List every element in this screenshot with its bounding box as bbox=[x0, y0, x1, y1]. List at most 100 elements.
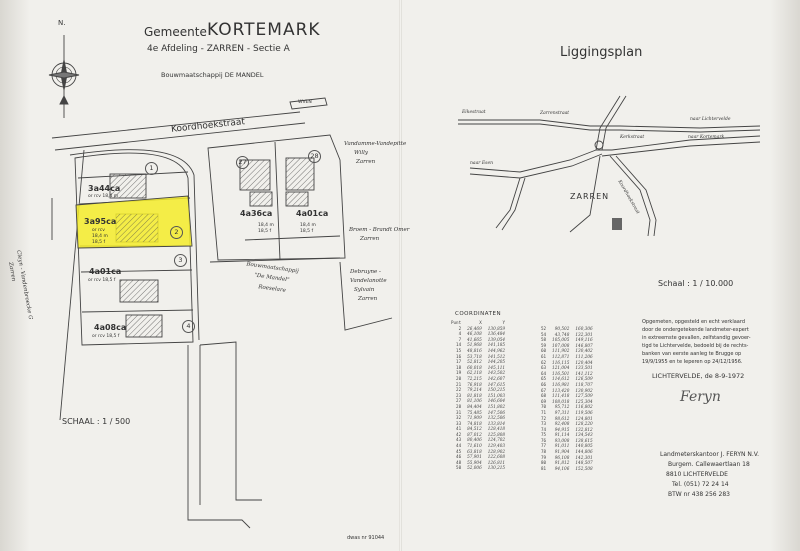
coords-cell: 62 bbox=[541, 359, 547, 365]
coords-cell: 41 bbox=[456, 426, 462, 432]
coords-cell: 26,469 bbox=[467, 325, 482, 331]
coords-cell: 145,111 bbox=[487, 364, 506, 370]
coords-cell: 130,902 bbox=[575, 387, 593, 393]
coords-cell: 17 bbox=[456, 359, 462, 365]
coords-cell: 60,018 bbox=[467, 364, 482, 370]
coords-cell: 67 bbox=[541, 387, 547, 393]
coords-cell: 105,005 bbox=[552, 337, 570, 343]
coords-cell: 141,185 bbox=[487, 342, 506, 348]
parcel-note: 18,4 m bbox=[300, 223, 316, 228]
coords-cell: 107,008 bbox=[552, 342, 570, 348]
coords-cell: 31 bbox=[456, 409, 462, 415]
coords-cell: 81,106 bbox=[467, 398, 482, 404]
municipality-name: KORTEMARK bbox=[207, 20, 321, 40]
coords-cell: 18 bbox=[456, 364, 462, 370]
coords-cell: 71,909 bbox=[467, 415, 482, 421]
coords-cell: 84,404 bbox=[467, 403, 482, 409]
coords-cell: 4 bbox=[458, 331, 462, 337]
owner-note: Zarren bbox=[358, 296, 378, 302]
coords-cell: 42 bbox=[456, 431, 462, 437]
coords-head: Y bbox=[502, 320, 506, 325]
coords-cell: 70 bbox=[541, 404, 547, 410]
coords-cell: 57,901 bbox=[467, 454, 482, 460]
coords-cell: 87,012 bbox=[467, 431, 482, 437]
coords-cell: 58 bbox=[541, 337, 547, 343]
coords-cell: 132,506 bbox=[487, 415, 506, 421]
coords-cell: 140,805 bbox=[575, 443, 593, 449]
coords-cell: 151,802 bbox=[487, 403, 506, 409]
coords-cell: 63 bbox=[541, 365, 547, 371]
coords-cell: 139,054 bbox=[487, 336, 506, 342]
coords-row: 43 80,406 124,702 bbox=[448, 437, 508, 443]
coords-cell: 55,904 bbox=[467, 459, 482, 465]
coords-cell: 124,702 bbox=[487, 437, 506, 443]
coords-cell: 121,004 bbox=[552, 365, 570, 371]
coords-cell: 122,608 bbox=[487, 454, 506, 460]
parcel-note: 18,4 m bbox=[92, 234, 108, 239]
coords-cell: 144,806 bbox=[575, 449, 593, 455]
coords-cell: 41,665 bbox=[467, 336, 482, 342]
coords-cell: 125,304 bbox=[575, 398, 593, 404]
coords-cell: 126,811 bbox=[487, 459, 506, 465]
lot-number: 27 bbox=[236, 156, 249, 169]
parcel-id: 4a08ca bbox=[94, 323, 127, 332]
coords-cell: 130,859 bbox=[487, 325, 506, 331]
coords-cell: 129,403 bbox=[487, 443, 506, 449]
coords-cell: 146,807 bbox=[575, 342, 593, 348]
coords-cell: 48 bbox=[456, 459, 462, 465]
street-tag: WVEN bbox=[298, 100, 312, 105]
coords-cell: 43 bbox=[456, 437, 462, 443]
coords-cell: 28 bbox=[456, 403, 462, 409]
coords-cell: 62,118 bbox=[467, 370, 482, 376]
coords-cell: 112,871 bbox=[552, 353, 570, 359]
coords-row: 28 84,404 151,802 bbox=[448, 404, 508, 410]
coords-cell: 71,610 bbox=[467, 443, 482, 449]
coords-cell: 126,509 bbox=[575, 376, 593, 382]
coords-cell: 60 bbox=[541, 348, 547, 354]
coords-cell: 142,301 bbox=[575, 454, 593, 460]
parcel-note: 18,5 f bbox=[258, 229, 272, 234]
coords-cell: 124,801 bbox=[575, 415, 593, 421]
coords-cell: 19 bbox=[456, 370, 462, 376]
coords-cell: 128,418 bbox=[487, 426, 506, 432]
coords-cell: 52 bbox=[541, 326, 547, 331]
coords-cell: 136,484 bbox=[487, 331, 506, 337]
office-line: Burgem. Callewaertlaan 18 bbox=[668, 461, 750, 468]
owner-note: Debruyne - bbox=[350, 269, 381, 275]
coords-cell: 76 bbox=[541, 437, 547, 443]
coords-cell: 76,918 bbox=[467, 381, 482, 387]
coords-cell: 133,814 bbox=[487, 420, 506, 426]
coords-cell: 78 bbox=[541, 449, 547, 455]
center-fold bbox=[399, 0, 402, 551]
lot-number: 2 bbox=[170, 226, 183, 239]
owner-note: Willy bbox=[354, 150, 368, 156]
parcel-id: 4a01ca bbox=[296, 209, 329, 218]
coords-cell: 22 bbox=[456, 387, 462, 393]
coords-cell: 97,311 bbox=[554, 409, 570, 415]
right-block-outline bbox=[207, 134, 346, 261]
road-edge-top bbox=[51, 111, 301, 139]
coords-cell: 128,220 bbox=[575, 421, 593, 427]
office-line: Tel. (051) 72 24 14 bbox=[672, 481, 729, 488]
coords-cell: 14 bbox=[456, 342, 462, 348]
cert-line: 19/9/1955 en te Ieperen op 24/12/1956. bbox=[642, 359, 743, 365]
coords-cell: 7 bbox=[458, 336, 462, 342]
coords-cell: 94,106 bbox=[554, 465, 570, 471]
cert-line: banken van eerste aanleg te Brugge op bbox=[642, 351, 742, 357]
coords-cell: 80,406 bbox=[467, 437, 482, 443]
